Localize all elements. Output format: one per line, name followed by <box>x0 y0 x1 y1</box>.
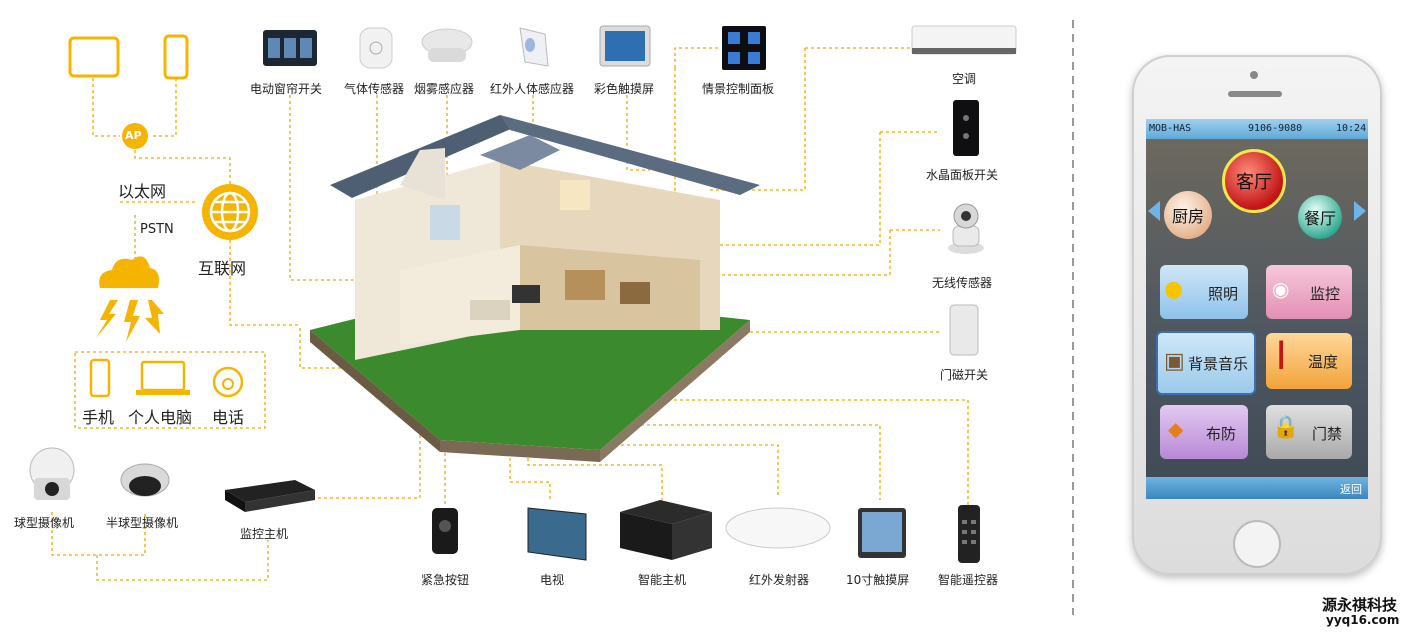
status-mid: 9106-9080 <box>1248 123 1303 134</box>
top-device-label: 电动窗帘开关 <box>250 82 323 96</box>
right-device-label: 水晶面板开关 <box>926 168 999 182</box>
bottom-device-label: 10寸触摸屏 <box>846 573 910 587</box>
bulb-icon: ● <box>1164 277 1184 302</box>
status-left: MOB-HAS <box>1149 123 1192 134</box>
thermometer-icon: ┃ <box>1274 341 1289 369</box>
right-device-label: 无线传感器 <box>932 276 993 290</box>
internet-label: 互联网 <box>198 259 247 278</box>
smart-host-icon <box>620 500 712 524</box>
right-device-label: 门磁开关 <box>940 368 989 382</box>
tile-label: 温度 <box>1308 353 1339 371</box>
lock-icon: 🔒 <box>1272 415 1300 440</box>
tile-temperature[interactable]: ┃ 温度 <box>1266 333 1352 389</box>
ap-label: AP <box>125 129 142 142</box>
door-sensor-icon <box>949 304 979 356</box>
top-device-label: 气体传感器 <box>344 82 405 96</box>
app-screen: MOB-HAS 9106-9080 10:24 客厅 厨房 餐厅 ● 照明 ◉ … <box>1146 119 1368 499</box>
phone-mockup: MOB-HAS 9106-9080 10:24 客厅 厨房 餐厅 ● 照明 ◉ … <box>1132 55 1382 575</box>
bottom-device-label: 红外发射器 <box>749 573 810 587</box>
top-device-label: 红外人体感应器 <box>490 82 575 96</box>
room-kitchen[interactable]: 厨房 <box>1164 191 1212 239</box>
tile-arming[interactable]: ◆ 布防 <box>1160 405 1248 459</box>
tile-label: 布防 <box>1206 425 1237 443</box>
crystal-switch-icon <box>953 100 979 156</box>
status-time: 10:24 <box>1336 123 1367 134</box>
bottom-device-label: 电视 <box>540 573 565 587</box>
camera-dot <box>1250 71 1258 79</box>
top-device-label: 烟雾感应器 <box>414 82 475 96</box>
tile-label: 门禁 <box>1312 425 1343 443</box>
bottom-device-label: 紧急按钮 <box>421 573 470 587</box>
arrow-right-icon[interactable] <box>1354 201 1366 221</box>
pstn-label: PSTN <box>140 222 174 237</box>
tile-lighting[interactable]: ● 照明 <box>1160 265 1248 319</box>
speaker-slot <box>1228 91 1282 97</box>
tile-label: 照明 <box>1208 285 1239 303</box>
house-illustration <box>310 115 760 462</box>
watermark-title: 源永祺科技 <box>1322 596 1398 614</box>
smart-remote-icon <box>958 505 980 563</box>
phone-label: 手机 <box>82 408 115 427</box>
room-living[interactable]: 客厅 <box>1222 149 1286 213</box>
watermark-url: yyq16.com <box>1326 613 1400 627</box>
dome-camera-label: 球型摄像机 <box>14 516 75 530</box>
tile-music[interactable]: ▣ 背景音乐 <box>1156 331 1256 395</box>
bottom-bar: 返回 <box>1146 477 1368 499</box>
tile-label: 背景音乐 <box>1188 355 1249 373</box>
gas-sensor-icon <box>359 27 393 69</box>
pc-label: 个人电脑 <box>128 408 193 427</box>
cloud-icon <box>99 256 159 288</box>
back-button[interactable]: 返回 <box>1340 483 1362 496</box>
speaker-icon: ▣ <box>1164 349 1185 374</box>
room-dining[interactable]: 餐厅 <box>1298 195 1342 239</box>
alarm-icon: ◆ <box>1168 417 1184 441</box>
half-dome-camera-label: 半球型摄像机 <box>106 516 179 530</box>
ir-emitter-icon <box>725 507 831 549</box>
tile-access[interactable]: 🔒 门禁 <box>1266 405 1352 459</box>
top-device-label: 情景控制面板 <box>702 82 775 96</box>
tile-label: 监控 <box>1310 285 1341 303</box>
right-device-label: 空调 <box>952 72 977 86</box>
status-bar: MOB-HAS 9106-9080 10:24 <box>1146 119 1368 139</box>
nvr-icon <box>225 480 315 502</box>
tile-monitor[interactable]: ◉ 监控 <box>1266 265 1352 319</box>
ethernet-label: 以太网 <box>118 182 167 201</box>
tablet-icon <box>68 36 120 78</box>
lightning-icons <box>96 300 164 342</box>
telephone-label: 电话 <box>212 408 245 427</box>
bottom-device-label: 智能主机 <box>638 573 687 587</box>
mobile-icon <box>163 34 189 80</box>
camera-icon: ◉ <box>1272 277 1290 301</box>
tv-icon <box>527 507 587 561</box>
arrow-left-icon[interactable] <box>1148 201 1160 221</box>
nvr-label: 监控主机 <box>240 527 289 541</box>
bottom-device-label: 智能遥控器 <box>938 573 999 587</box>
home-button[interactable] <box>1233 520 1281 568</box>
top-device-label: 彩色触摸屏 <box>594 82 655 96</box>
